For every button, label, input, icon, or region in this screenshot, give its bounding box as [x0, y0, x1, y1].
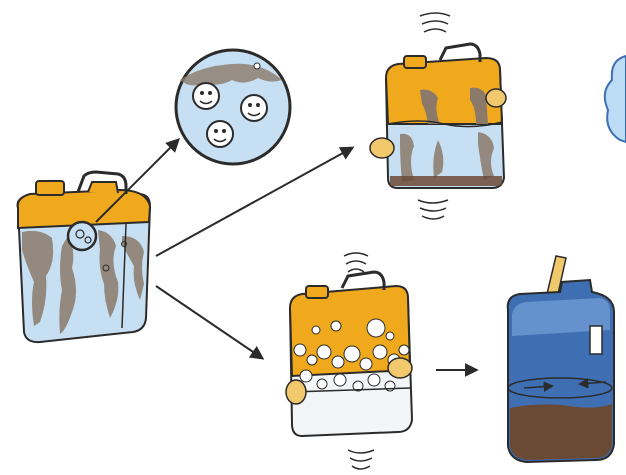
magnified-germs-icon: [174, 48, 292, 166]
arrow-to-shaking-can: [155, 146, 355, 257]
arrow-to-magnifier: [95, 138, 180, 223]
dirty-jerrycan-icon: [16, 170, 152, 344]
soapy-jerrycan-icon: [285, 252, 414, 470]
cloud-icon: [603, 54, 626, 144]
germ-3-icon: [206, 120, 234, 148]
germ-1-icon: [192, 82, 220, 110]
sediment-jar-icon: [506, 255, 615, 464]
germ-2-icon: [240, 94, 268, 122]
shaking-jerrycan-icon: [369, 12, 507, 220]
arrow-to-soapy-can: [155, 285, 265, 360]
